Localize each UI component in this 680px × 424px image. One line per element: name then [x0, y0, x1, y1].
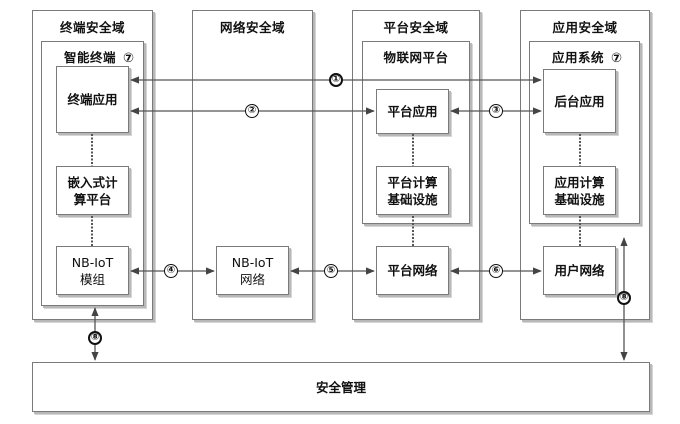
- node-platform-network: 平台网络: [376, 246, 449, 295]
- domain-application-title: 应用安全域: [552, 20, 618, 35]
- node-nbiot-network: NB-IoT 网络: [216, 246, 289, 295]
- node-embedded-platform: 嵌入式计 算平台: [56, 166, 129, 215]
- node-backend-app: 后台应用: [543, 69, 616, 133]
- marker-8-right: ⑧: [617, 291, 631, 305]
- group-smart-terminal-title: 智能终端: [64, 50, 117, 65]
- marker-5: ⑤: [324, 264, 338, 278]
- domain-platform-title: 平台安全域: [383, 20, 449, 35]
- node-user-network: 用户网络: [543, 246, 616, 295]
- marker-2: ②: [245, 104, 259, 118]
- node-platform-infra: 平台计算 基础设施: [376, 166, 449, 215]
- marker-6: ⑥: [489, 264, 503, 278]
- badge-7-app: ⑦: [610, 51, 623, 66]
- group-smart-terminal-header: 智能终端 ⑦: [64, 47, 143, 66]
- group-app-system-title: 应用系统: [552, 50, 605, 65]
- domain-terminal-title: 终端安全域: [59, 20, 125, 35]
- node-app-infra: 应用计算 基础设施: [543, 166, 616, 215]
- node-platform-app: 平台应用: [376, 89, 449, 134]
- node-nbiot-module: NB-IoT 模组: [56, 246, 129, 295]
- group-iot-platform-title: 物联网平台: [383, 50, 449, 65]
- group-app-system-header: 应用系统 ⑦: [552, 47, 639, 66]
- marker-4: ④: [164, 264, 178, 278]
- node-terminal-app: 终端应用: [56, 66, 129, 133]
- badge-7-terminal: ⑦: [122, 51, 135, 66]
- domain-network-title: 网络安全域: [219, 20, 285, 35]
- marker-1: ①: [329, 73, 343, 87]
- marker-8-left: ⑧: [88, 331, 102, 345]
- security-management: 安全管理: [32, 362, 650, 412]
- marker-3: ③: [489, 104, 503, 118]
